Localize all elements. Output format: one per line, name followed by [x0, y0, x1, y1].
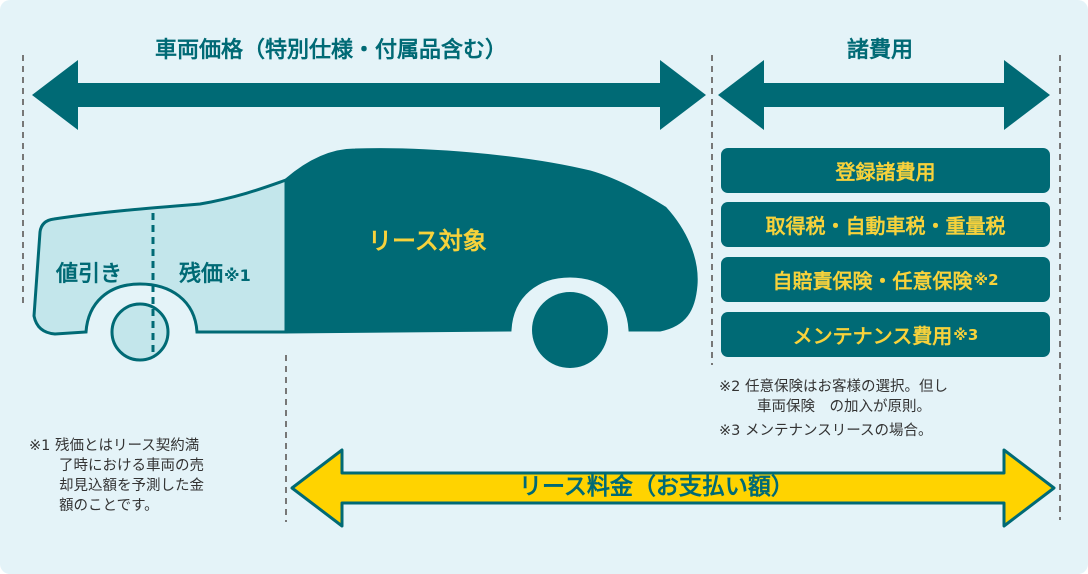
note-insurance: ※2 任意保険はお客様の選択。但し 車両保険 の加入が原則。: [719, 379, 948, 415]
fees-title: 諸費用: [847, 38, 914, 63]
fee-item-taxes: 取得税・自動車税・重量税: [721, 202, 1050, 247]
car-lease-section: [284, 148, 698, 334]
vehicle-price-arrow: [32, 60, 706, 130]
note-maintenance: ※3 メンテナンスリースの場合。: [719, 423, 933, 439]
rear-wheel: [532, 292, 608, 368]
discount-label: 値引き: [56, 262, 123, 287]
residual-label: 残価※1: [179, 262, 251, 287]
note-residual-value: ※1 残価とはリース契約満 了時における車両の売 却見込額を予測した金 額のこと…: [29, 438, 204, 514]
fees-arrow: [718, 60, 1050, 130]
car-front-section: [32, 177, 288, 336]
vehicle-price-title: 車両価格（特別仕様・付属品含む）: [155, 38, 508, 63]
lease-target-label: リース対象: [368, 227, 487, 255]
lease-fee-arrow: [290, 448, 1056, 528]
fee-item-registration: 登録諸費用: [721, 148, 1050, 193]
fee-item-insurance: 自賠責保険・任意保険※2: [721, 257, 1050, 302]
front-wheel: [110, 302, 170, 362]
lease-fee-label: リース料金（お支払い額）: [519, 474, 794, 500]
fee-item-maintenance: メンテナンス費用※3: [721, 312, 1050, 357]
